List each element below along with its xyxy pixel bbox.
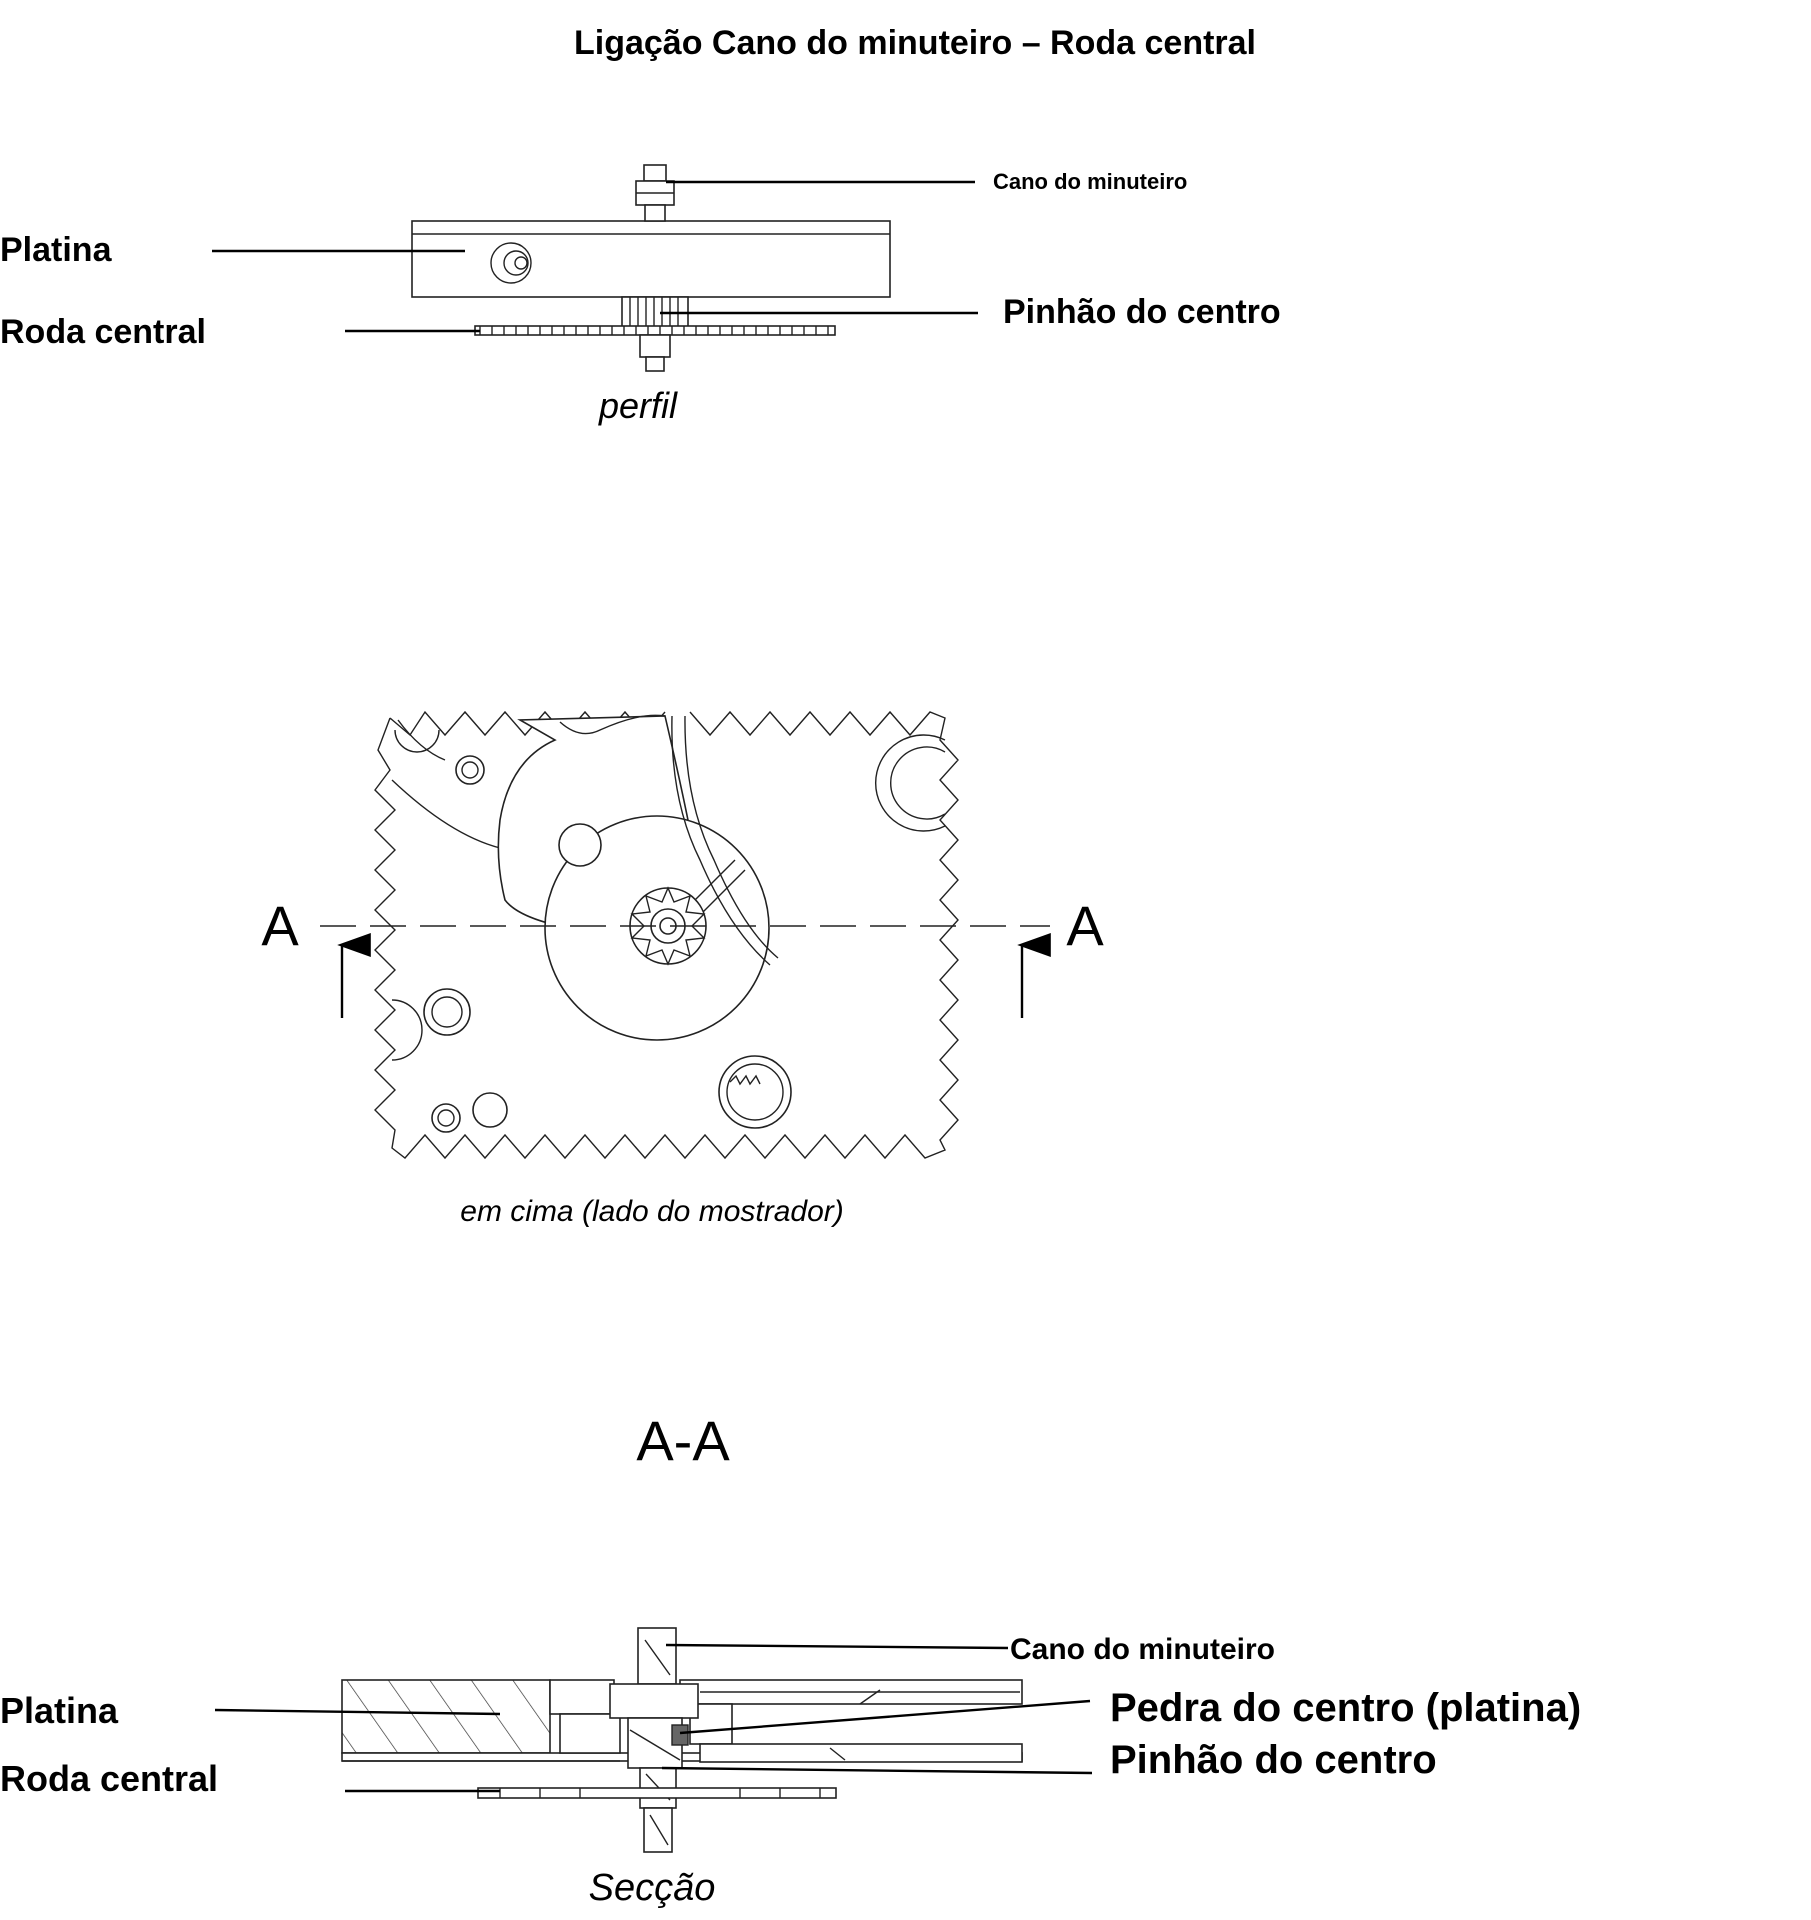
caption-perfil: perfil — [598, 385, 678, 426]
section-marker-a-right: A — [1066, 894, 1104, 957]
profile-view: Cano do minuteiro Platina Pinhão do cent… — [0, 164, 1281, 426]
leader-cano-section — [665, 1643, 1009, 1650]
top-view-jewel — [431, 1103, 461, 1133]
top-view-jewel — [455, 755, 485, 785]
profile-lower-arbor — [639, 334, 671, 358]
top-view-hole — [472, 1092, 508, 1128]
leader-pedra-section — [679, 1699, 1091, 1735]
leader-pinhao-section — [661, 1766, 1093, 1775]
top-view-hole — [558, 823, 602, 867]
label-roda-central-profile: Roda central — [0, 313, 206, 351]
profile-screw — [490, 242, 532, 284]
caption-seccao: Secção — [589, 1867, 716, 1909]
section-pedra-do-centro — [671, 1724, 689, 1746]
label-platina-section: Platina — [0, 1690, 119, 1731]
section-cano-do-minuteiro — [609, 1627, 699, 1769]
profile-roda-central-wheel — [474, 325, 836, 336]
label-cano-do-minuteiro-section: Cano do minuteiro — [1010, 1633, 1275, 1666]
section-platina-left — [341, 1679, 551, 1754]
caption-em-cima: em cima (lado do mostrador) — [460, 1195, 843, 1228]
top-view-pinhao-do-centro — [629, 886, 707, 966]
section-marker-a-left: A — [261, 894, 299, 957]
leader-platina-section — [214, 1708, 501, 1716]
label-cano-do-minuteiro-profile: Cano do minuteiro — [993, 169, 1187, 194]
label-roda-central-section: Roda central — [0, 1758, 218, 1799]
section-view: A-A — [0, 1409, 1581, 1909]
top-view: A A em cima (lado do mostrador) — [261, 710, 1104, 1228]
top-view-partial-ring — [874, 734, 946, 832]
section-roda-central-wheel — [477, 1787, 837, 1799]
top-view-ring — [718, 1055, 792, 1129]
top-view-jewel — [423, 988, 471, 1036]
label-pinhao-do-centro-section: Pinhão do centro — [1110, 1738, 1437, 1782]
profile-cano-do-minuteiro — [635, 164, 675, 222]
section-heading-a-a: A-A — [636, 1409, 730, 1472]
section-pinhao-do-centro — [639, 1767, 677, 1853]
diagram-title: Ligação Cano do minuteiro – Roda central — [574, 24, 1256, 62]
profile-platina-plate — [411, 220, 891, 298]
label-platina-profile: Platina — [0, 231, 113, 269]
label-pinhao-do-centro-profile: Pinhão do centro — [1003, 293, 1281, 331]
label-pedra-do-centro-section: Pedra do centro (platina) — [1110, 1686, 1581, 1730]
